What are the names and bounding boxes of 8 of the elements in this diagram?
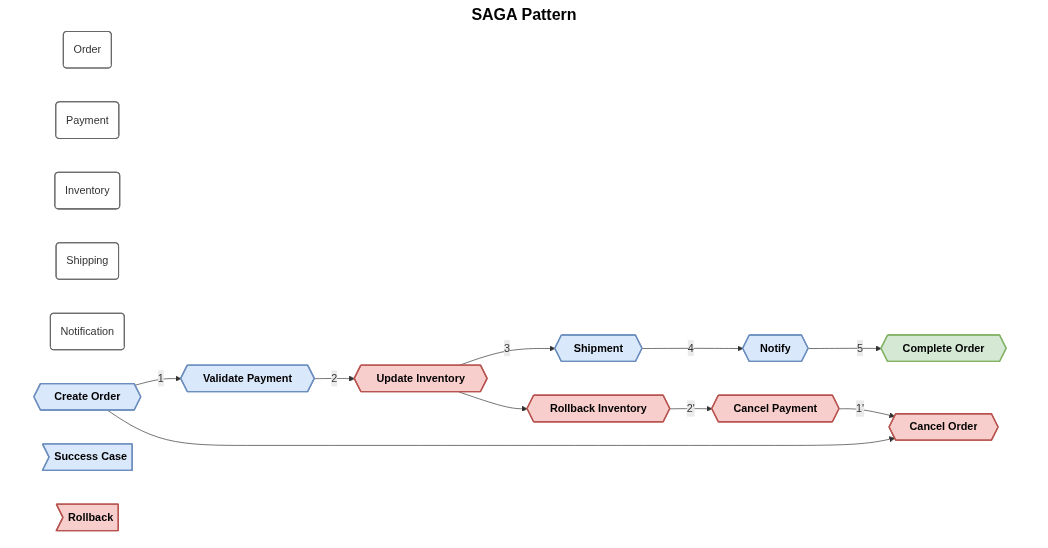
edge-label: 3	[504, 342, 511, 354]
edge-label: 1'	[855, 402, 865, 414]
diagram-title: SAGA Pattern	[470, 6, 578, 24]
edge-label: 1	[157, 372, 164, 384]
edge-label: 2	[331, 372, 338, 384]
edge-label: 2'	[686, 402, 695, 414]
edge-label: 5	[856, 342, 864, 354]
edge-label: 4	[687, 342, 694, 354]
